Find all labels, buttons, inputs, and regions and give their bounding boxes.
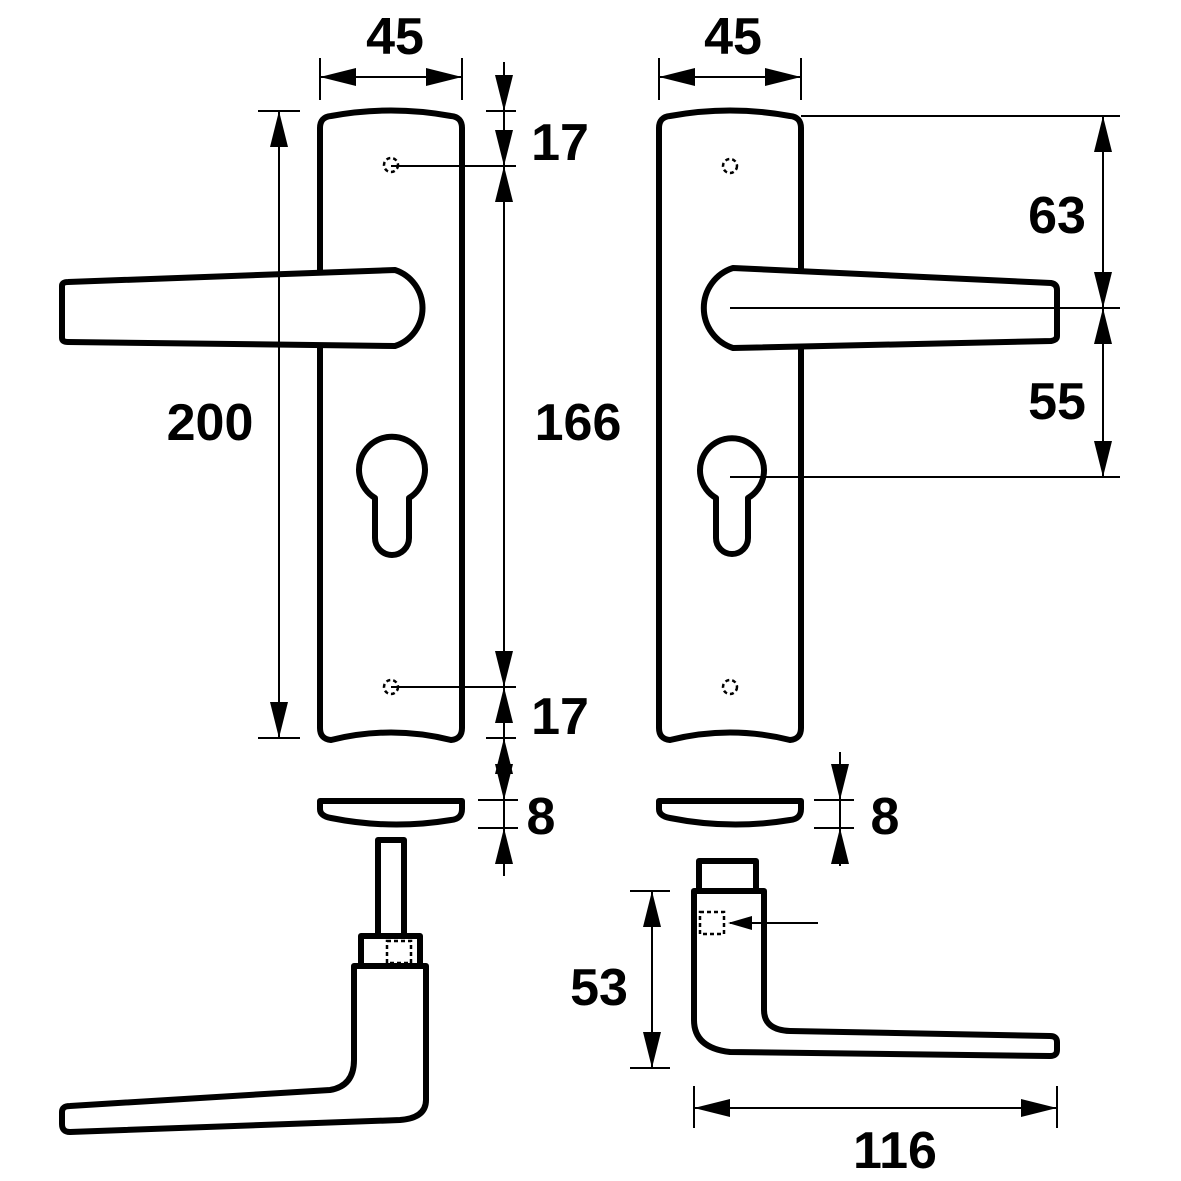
right-backplate xyxy=(656,107,804,743)
dim-handle-to-keyhole: 55 xyxy=(1028,373,1086,431)
left-spindle xyxy=(375,837,407,939)
right-plate-profile xyxy=(656,798,804,828)
dim-hole-spacing: 166 xyxy=(535,394,622,452)
dim-lever-height: 53 xyxy=(570,959,628,1017)
dim-right-rose-thickness: 8 xyxy=(871,788,900,846)
right-lever-profile xyxy=(691,888,1060,1059)
left-side-lever xyxy=(59,837,429,1135)
right-grub-screw xyxy=(698,910,726,936)
left-lever-profile xyxy=(59,963,429,1135)
left-backplate xyxy=(317,107,465,743)
dim-bottom-hole-offset: 17 xyxy=(531,688,589,746)
left-lever-handle xyxy=(59,267,426,349)
right-top-screw-hole xyxy=(721,157,739,175)
dim-right-plate-width: 45 xyxy=(704,8,762,66)
dim-lever-length: 116 xyxy=(853,1122,937,1180)
right-bottom-screw-hole xyxy=(721,678,739,696)
dim-overall-height: 200 xyxy=(167,394,254,452)
dim-top-hole-offset: 17 xyxy=(531,114,589,172)
right-keyhole xyxy=(697,435,767,557)
left-grub-screw xyxy=(385,939,413,965)
dim-left-plate-width: 45 xyxy=(366,8,424,66)
dim-handle-to-top: 63 xyxy=(1028,187,1086,245)
right-side-lever xyxy=(691,858,1060,1059)
left-front-view xyxy=(59,107,465,743)
left-plate-profile xyxy=(317,798,465,828)
right-spindle-collar xyxy=(696,858,759,894)
left-keyhole xyxy=(356,433,428,558)
dimension-lines xyxy=(258,58,1120,1128)
dim-left-rose-thickness: 8 xyxy=(527,788,556,846)
right-front-view xyxy=(656,107,1060,743)
